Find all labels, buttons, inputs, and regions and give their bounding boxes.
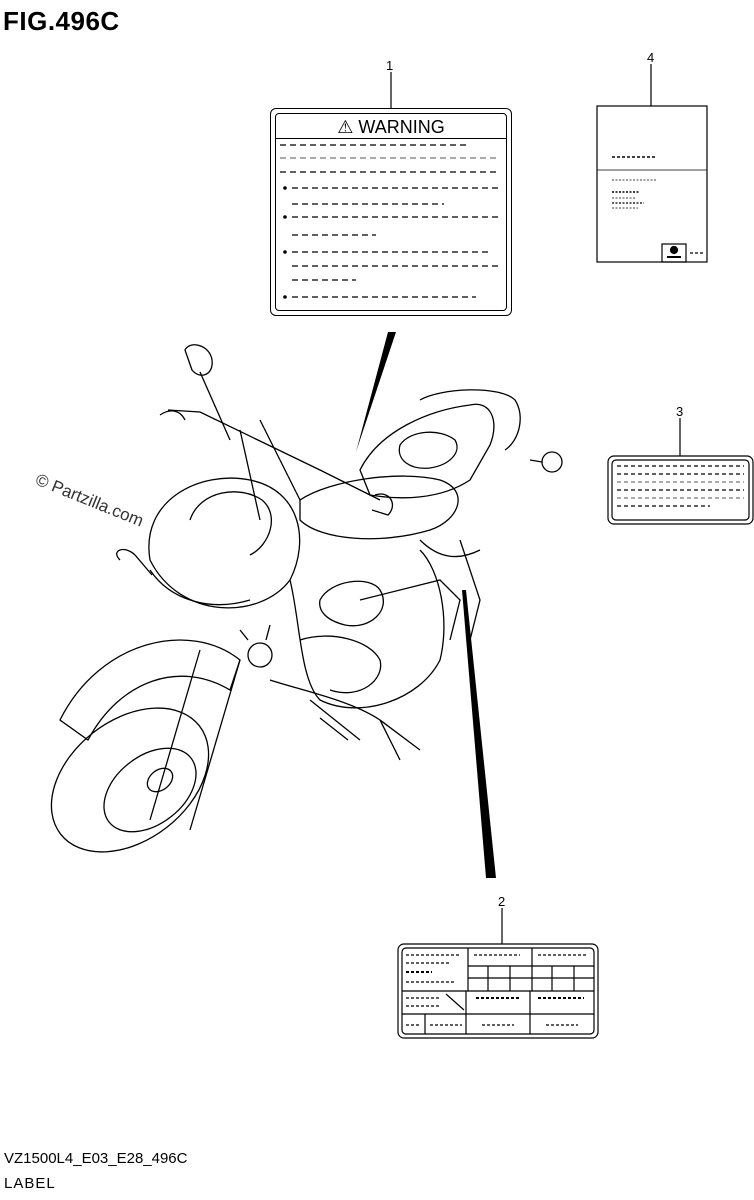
- callout-3: 3: [676, 404, 684, 419]
- owners-manual: [596, 105, 708, 263]
- motorcycle-illustration: [50, 344, 563, 853]
- figure-title: FIG.496C: [3, 6, 120, 36]
- label-part-3: [607, 455, 754, 525]
- warning-label-inner: ⚠ WARNING: [275, 113, 507, 311]
- warning-heading-text: WARNING: [358, 117, 445, 137]
- pointer-wedge-2: [462, 590, 496, 878]
- callout-4: 4: [647, 50, 655, 65]
- warning-label-heading: ⚠ WARNING: [276, 114, 506, 139]
- warning-triangle-icon: ⚠: [337, 117, 354, 137]
- warning-label-text-lines: [280, 144, 500, 298]
- callout-1: 1: [386, 58, 394, 73]
- figure-name: LABEL: [4, 1175, 56, 1192]
- callout-2: 2: [498, 894, 506, 909]
- pointer-wedge-1: [356, 332, 396, 452]
- warning-label-bullets: [283, 186, 287, 299]
- figure-code: VZ1500L4_E03_E28_496C: [4, 1150, 188, 1167]
- label-part-2: [397, 943, 599, 1039]
- warning-label: ⚠ WARNING: [270, 108, 512, 316]
